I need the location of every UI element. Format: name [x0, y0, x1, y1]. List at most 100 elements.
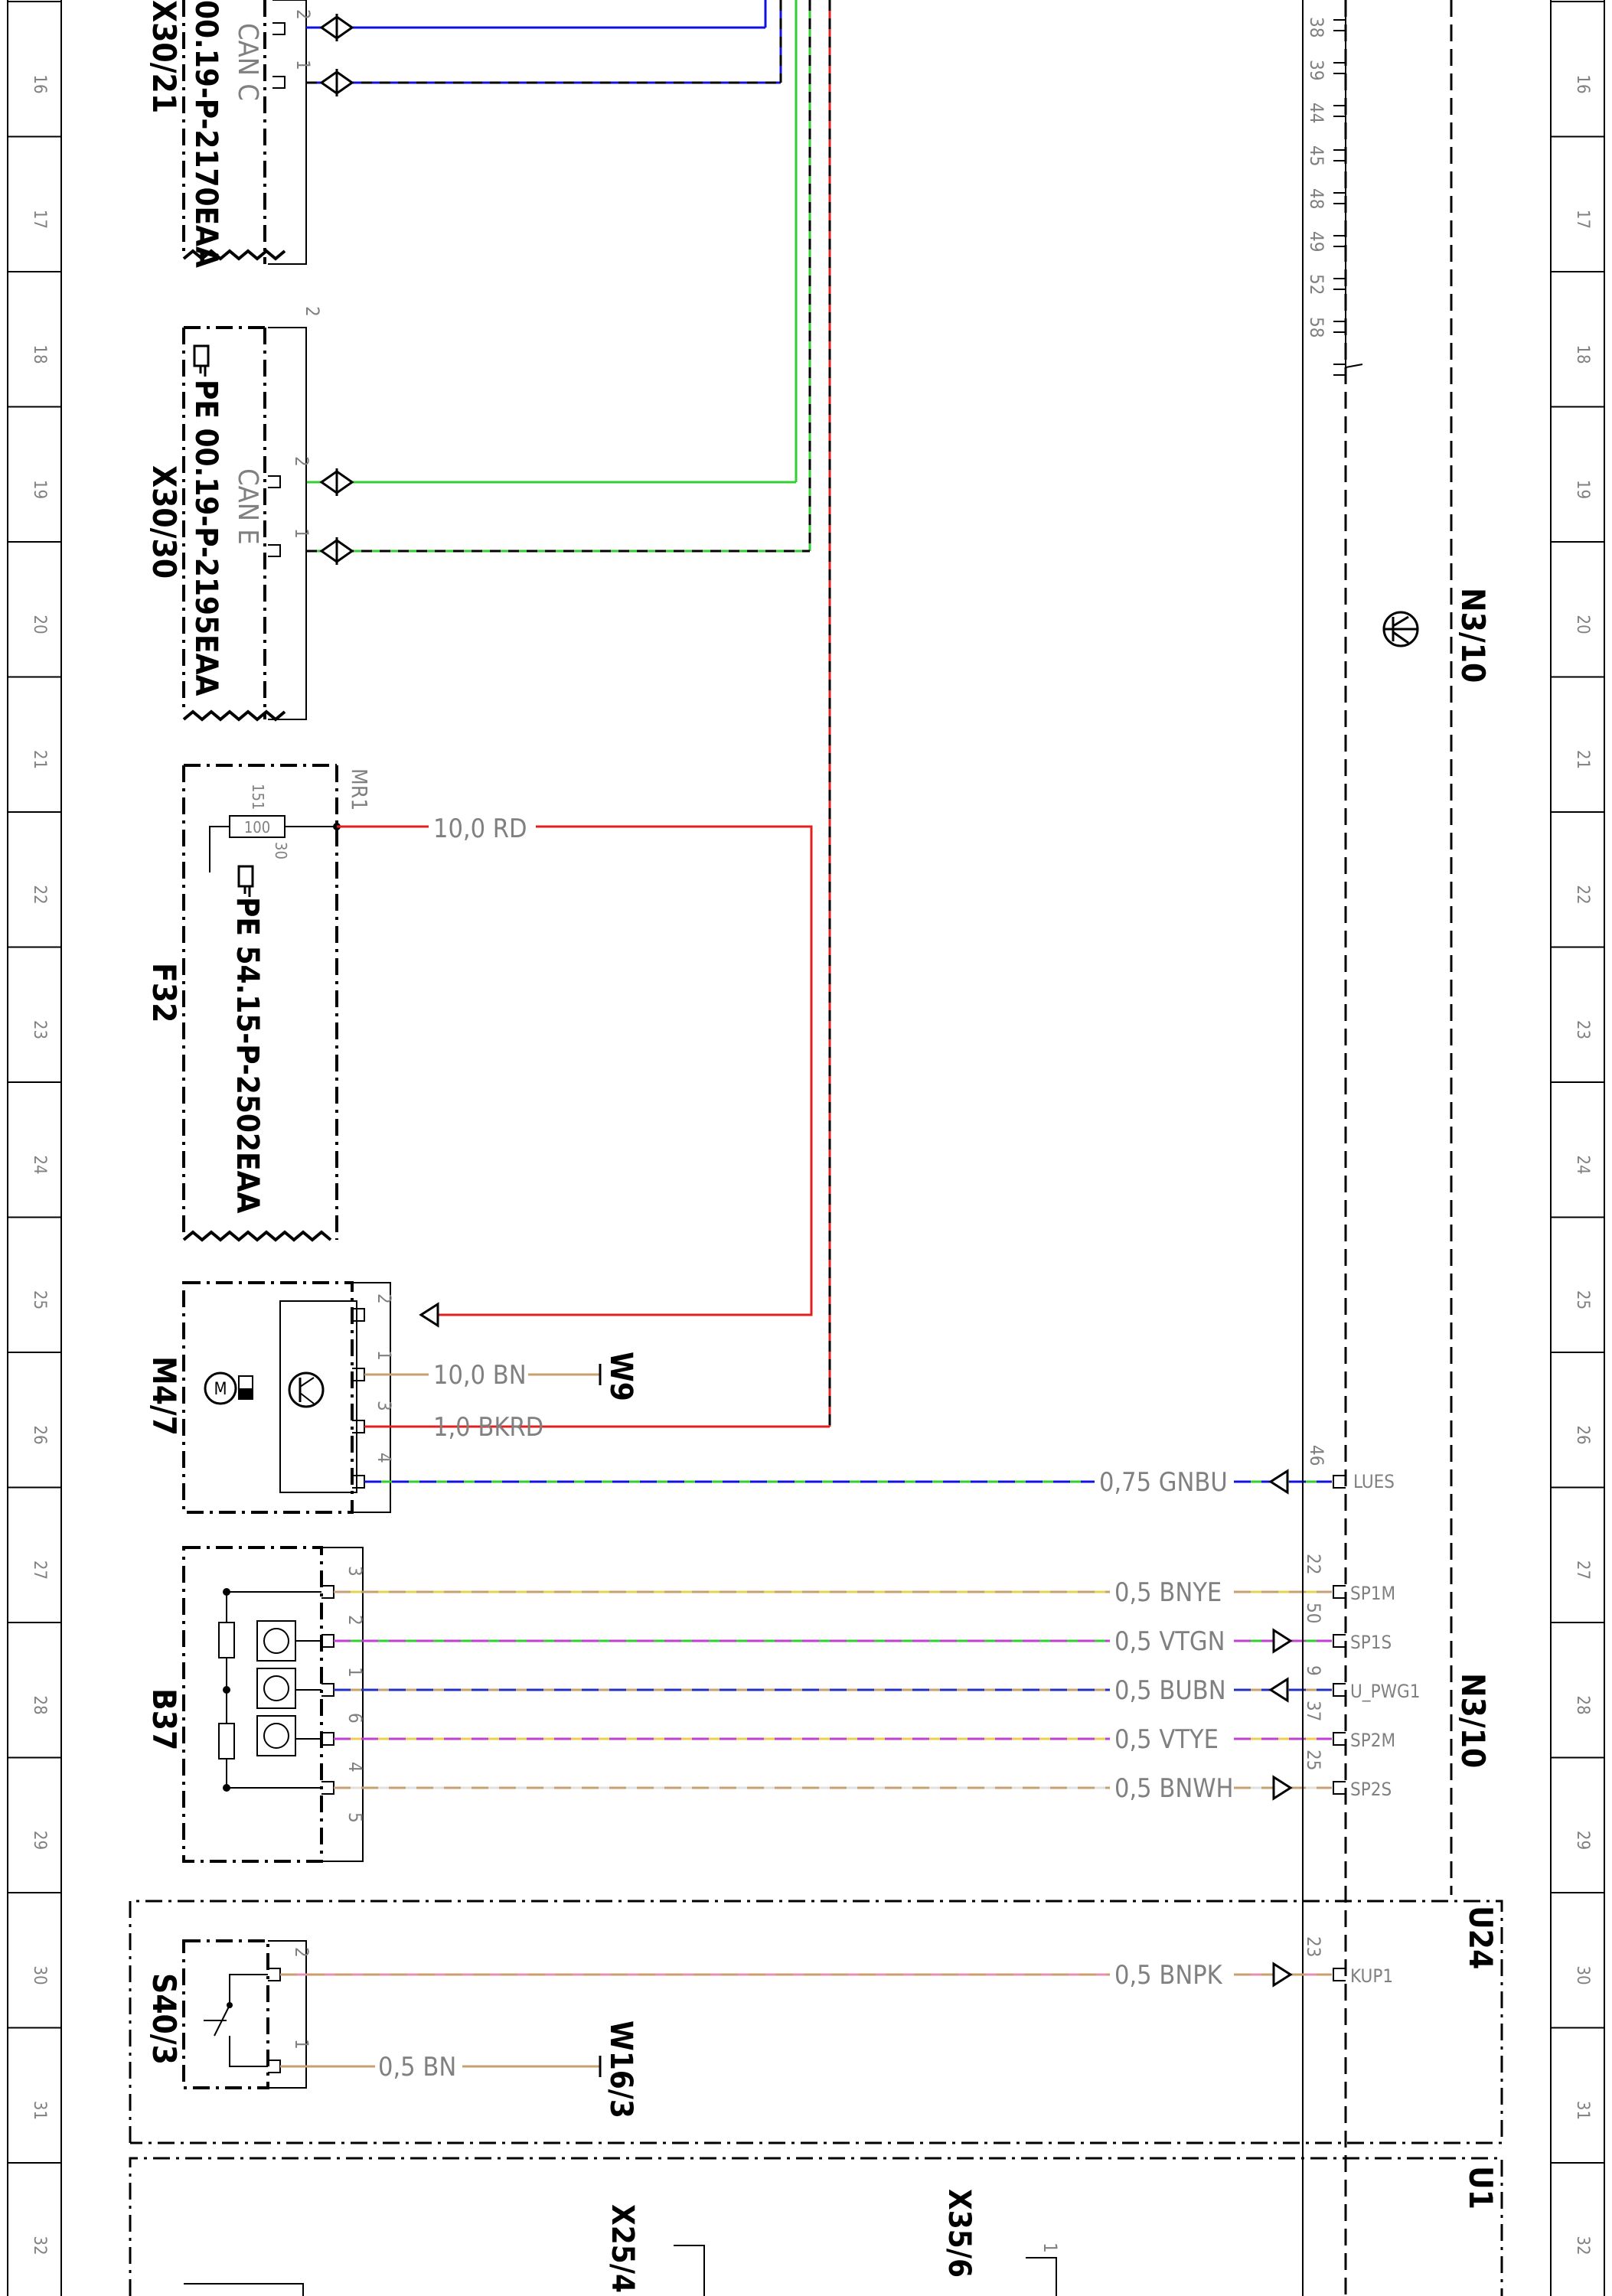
- signal-sp2m: SP2M: [1350, 1730, 1395, 1751]
- grid-row-label: 24: [1573, 1155, 1592, 1174]
- signal-kup1: KUP1: [1350, 1965, 1393, 1987]
- wire-10-rd-label: 10,0 RD: [433, 814, 527, 844]
- pin-23: 23: [1303, 1936, 1324, 1957]
- x30-21-pin-1: 1: [292, 60, 314, 70]
- signal-sp2s: SP2S: [1350, 1779, 1392, 1800]
- f32-pin-in: 151: [249, 784, 267, 810]
- x30-21-bus-label: CAN C: [232, 23, 263, 101]
- n3-10-transistor-icon: [1382, 611, 1419, 647]
- transistor-icon: [288, 1371, 325, 1408]
- wire-bubn-label: 0,5 BUBN: [1114, 1675, 1226, 1706]
- f32-fuse-value: 100: [244, 818, 270, 837]
- grid-row-label: 19: [30, 480, 49, 499]
- grid-row-label: 19: [1573, 480, 1592, 499]
- f32-ref: PE 54.15-P-2502EAA: [230, 897, 265, 1213]
- grid-row-label: 28: [1573, 1695, 1592, 1714]
- f32-pin-out: 30: [272, 842, 290, 859]
- signal-u-pwg1: U_PWG1: [1350, 1681, 1420, 1702]
- pin-22: 22: [1303, 1554, 1324, 1574]
- connector-x30-21: [182, 0, 307, 265]
- n3-pin-49: 49: [1306, 231, 1327, 252]
- region-u24: [129, 1900, 1503, 2144]
- grid-row-label: 27: [1573, 1561, 1592, 1580]
- wire-0-75-gnbu: [364, 1469, 1332, 1495]
- pin-25: 25: [1303, 1750, 1324, 1770]
- motor-icon: M: [204, 1371, 253, 1405]
- f32-terminal: MR1: [347, 768, 372, 810]
- x35-6-pin-1: 1: [1039, 2242, 1061, 2253]
- grid-row-label: 22: [30, 885, 49, 904]
- grid-row-label: 29: [30, 1831, 49, 1850]
- wire-10-rd: [337, 825, 813, 1316]
- wire-0-5-bnpk: [280, 1962, 1332, 1988]
- pin-50: 50: [1303, 1603, 1324, 1623]
- grid-row-label: 32: [1573, 2236, 1592, 2255]
- n3-pin-38: 38: [1306, 17, 1327, 38]
- grid-row-label: 16: [1573, 74, 1592, 93]
- fuse-box-f32: [182, 764, 341, 1242]
- grid-row-label: 23: [1573, 1020, 1592, 1039]
- u1-id: U1: [1462, 2166, 1499, 2210]
- b37-pin-1: 1: [344, 1667, 366, 1678]
- grid-row-label: 24: [30, 1155, 49, 1174]
- grid-row-label: 17: [1573, 210, 1592, 229]
- grid-row-label: 32: [30, 2236, 49, 2255]
- wire-bnpk-label: 0,5 BNPK: [1114, 1960, 1223, 1991]
- wire-gnbu-label: 0,75 GNBU: [1099, 1467, 1228, 1498]
- bkrd-wire: [429, 0, 831, 1428]
- grid-row-label: 25: [1573, 1290, 1592, 1309]
- row-grid: [8, 1, 1604, 2164]
- b37-wires: [334, 1590, 1332, 1789]
- x30-30-ref: PE 00.19-P-2195EAA: [188, 380, 224, 696]
- signal-lues: LUES: [1353, 1471, 1395, 1492]
- pin-37: 37: [1303, 1701, 1324, 1721]
- n3-10-wire-pins: [1333, 1475, 1346, 1981]
- wire-bn-label: 0,5 BN: [378, 2052, 456, 2082]
- grid-row-label: 20: [1573, 615, 1592, 634]
- grid-row-label: 27: [30, 1561, 49, 1580]
- n3-10-upper-pins: [1333, 19, 1346, 376]
- grid-row-label: 22: [1573, 885, 1592, 904]
- pin-9: 9: [1303, 1665, 1324, 1676]
- x30-21-id: X30/21: [145, 0, 183, 113]
- control-unit-n3-10: [1302, 0, 1453, 2296]
- grid-row-label: 28: [30, 1695, 49, 1714]
- signal-sp1s: SP1S: [1350, 1632, 1392, 1653]
- x30-21-ref: 00.19-P-2170EAA: [188, 0, 224, 268]
- wire-vtye-label: 0,5 VTYE: [1114, 1724, 1219, 1755]
- grid-row-label: 21: [30, 750, 49, 769]
- x30-30-pin-2: 2: [291, 456, 312, 467]
- grid-row-label: 30: [1573, 1965, 1592, 1985]
- x25-4-connector: [184, 2245, 1057, 2296]
- n3-pin-44: 44: [1306, 103, 1327, 123]
- grid-row-label: 17: [30, 210, 49, 229]
- b37-pin-4: 4: [344, 1762, 366, 1773]
- wire-10-bn-label: 10,0 BN: [433, 1360, 527, 1391]
- hand-icon: [193, 344, 210, 377]
- wire-10-bn: [364, 1364, 602, 1385]
- x30-30-pin-top: 2: [302, 306, 323, 317]
- b37-pin-5: 5: [344, 1812, 366, 1823]
- x30-30-pin-1: 1: [291, 528, 312, 539]
- wire-vtgn-label: 0,5 VTGN: [1114, 1626, 1225, 1657]
- connector-x30-30: [182, 326, 354, 722]
- m4-7-pin-2: 2: [374, 1293, 395, 1304]
- n3-pin-48: 48: [1306, 188, 1327, 209]
- grid-row-label: 21: [1573, 750, 1592, 769]
- s40-3-id: S40/3: [145, 1973, 183, 2065]
- b37-pin-3: 3: [344, 1566, 366, 1577]
- n3-pin-52: 52: [1306, 274, 1327, 295]
- sheet-frame: [7, 0, 1605, 2296]
- n3-pin-45: 45: [1306, 145, 1327, 166]
- n3-pin-39: 39: [1306, 60, 1327, 80]
- grid-row-label: 18: [30, 344, 49, 364]
- x30-30-id: X30/30: [145, 465, 183, 579]
- x35-6-id: X35/6: [941, 2189, 977, 2278]
- wire-0-5-bn: [280, 2056, 602, 2077]
- grid-row-label: 25: [30, 1290, 49, 1309]
- s40-3-pin-1: 1: [291, 2039, 312, 2050]
- n3-pin-58: 58: [1306, 317, 1327, 338]
- x30-21-pin-2: 2: [292, 9, 314, 20]
- wire-bnye-label: 0,5 BNYE: [1114, 1577, 1222, 1608]
